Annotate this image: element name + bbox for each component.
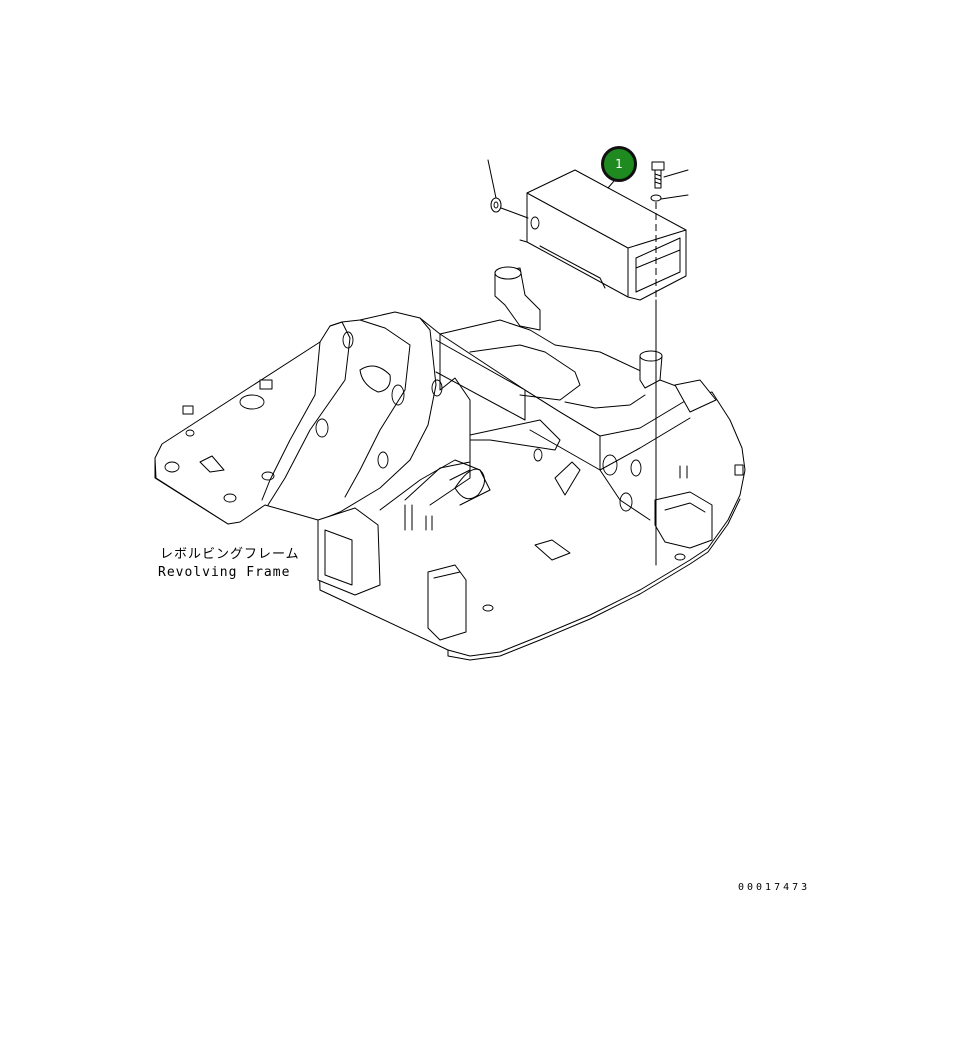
fastener-washer [650,194,662,202]
revolving-frame [154,266,746,661]
drawing-number: 00017473 [738,882,811,893]
mounted-box-part [519,169,687,301]
frame-label-japanese: レボルビングフレーム [160,547,300,562]
fastener-grommet [490,197,502,213]
callout-1-button[interactable]: 1 [601,146,637,182]
leader-lines [487,159,689,566]
frame-label-english: Revolving Frame [158,565,291,580]
fastener-bolt [651,161,665,189]
